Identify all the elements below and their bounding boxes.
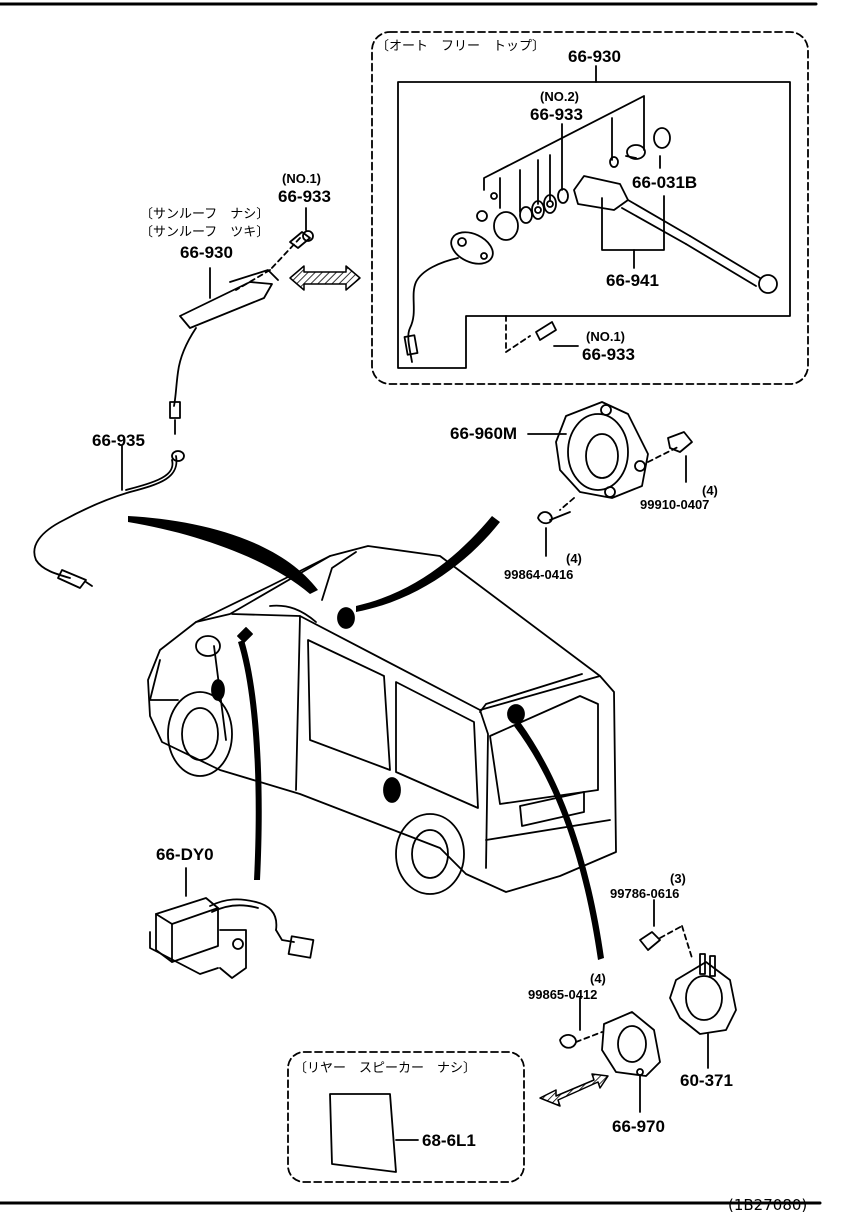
- label-99910-0407: 99910-0407: [640, 497, 710, 512]
- double-arrow-interchange: [289, 265, 361, 291]
- pointer-cable: [128, 516, 318, 594]
- label-66-941: 66-941: [606, 271, 659, 290]
- card-68-6L1: [329, 1093, 419, 1173]
- antenna-mast-base: [403, 231, 494, 363]
- label-66-933-box-lower: 66-933: [582, 345, 635, 364]
- label-qty-4-b: (4): [566, 551, 582, 566]
- pointer-speaker: [356, 516, 500, 612]
- label-qty-3: (3): [670, 871, 686, 886]
- auto-free-top-dashed-box: [371, 31, 809, 385]
- antenna-66-930-left: [169, 267, 279, 435]
- label-66-031B: 66-031B: [632, 173, 698, 192]
- label-66-933-left: 66-933: [278, 187, 331, 206]
- label-66-930-box: 66-930: [568, 47, 621, 66]
- rear-speaker-none-dashed-box: [287, 1051, 525, 1183]
- label-60-371: 60-371: [680, 1071, 733, 1090]
- figure-id: (1B27080): [728, 1196, 808, 1214]
- label-no1-box: (NO.1): [586, 329, 625, 344]
- label-66-933-box: 66-933: [530, 105, 583, 124]
- rear-speaker-none-note: 〔リヤー スピーカー ナシ〕: [294, 1061, 477, 1076]
- label-66-970: 66-970: [612, 1117, 665, 1136]
- label-qty-4-a: (4): [702, 483, 718, 498]
- label-qty-4-c: (4): [590, 971, 606, 986]
- assembly-bracket-66-930: [397, 81, 791, 369]
- antenna-fittings-stack: [476, 188, 569, 241]
- screw-66-933-no1-box: [505, 315, 579, 353]
- label-66-DY0: 66-DY0: [156, 845, 214, 864]
- sunroof-none-note: 〔サンルーフ ナシ〕: [140, 207, 270, 222]
- label-no1-left: (NO.1): [282, 171, 321, 186]
- label-68-6L1: 68-6L1: [422, 1131, 476, 1150]
- pointer-amp: [238, 640, 262, 880]
- auto-free-top-note: 〔オート フリー トップ〕: [376, 39, 546, 54]
- label-66-930-left: 66-930: [180, 243, 233, 262]
- label-no2: (NO.2): [540, 89, 579, 104]
- cable-66-935: [33, 445, 185, 589]
- speaker-66-960M: [527, 401, 693, 557]
- cap-66-031B: [609, 127, 671, 168]
- sunroof-with-note: 〔サンルーフ ツキ〕: [140, 225, 270, 240]
- rear-speaker-parts: [539, 899, 737, 1113]
- van-illustration: [147, 545, 617, 895]
- amplifier-66-DY0: [149, 867, 315, 979]
- label-99864-0416: 99864-0416: [504, 567, 574, 582]
- label-99786-0616: 99786-0616: [610, 886, 680, 901]
- label-66-960M: 66-960M: [450, 424, 518, 443]
- arrow-to-note: [539, 1073, 609, 1107]
- label-99865-0412: 99865-0412: [528, 987, 598, 1002]
- pointer-rear-speaker: [514, 722, 604, 960]
- antenna-mast-66-941: [573, 175, 778, 294]
- screw-66-933-no1-left: [289, 207, 314, 249]
- label-66-935: 66-935: [92, 431, 145, 450]
